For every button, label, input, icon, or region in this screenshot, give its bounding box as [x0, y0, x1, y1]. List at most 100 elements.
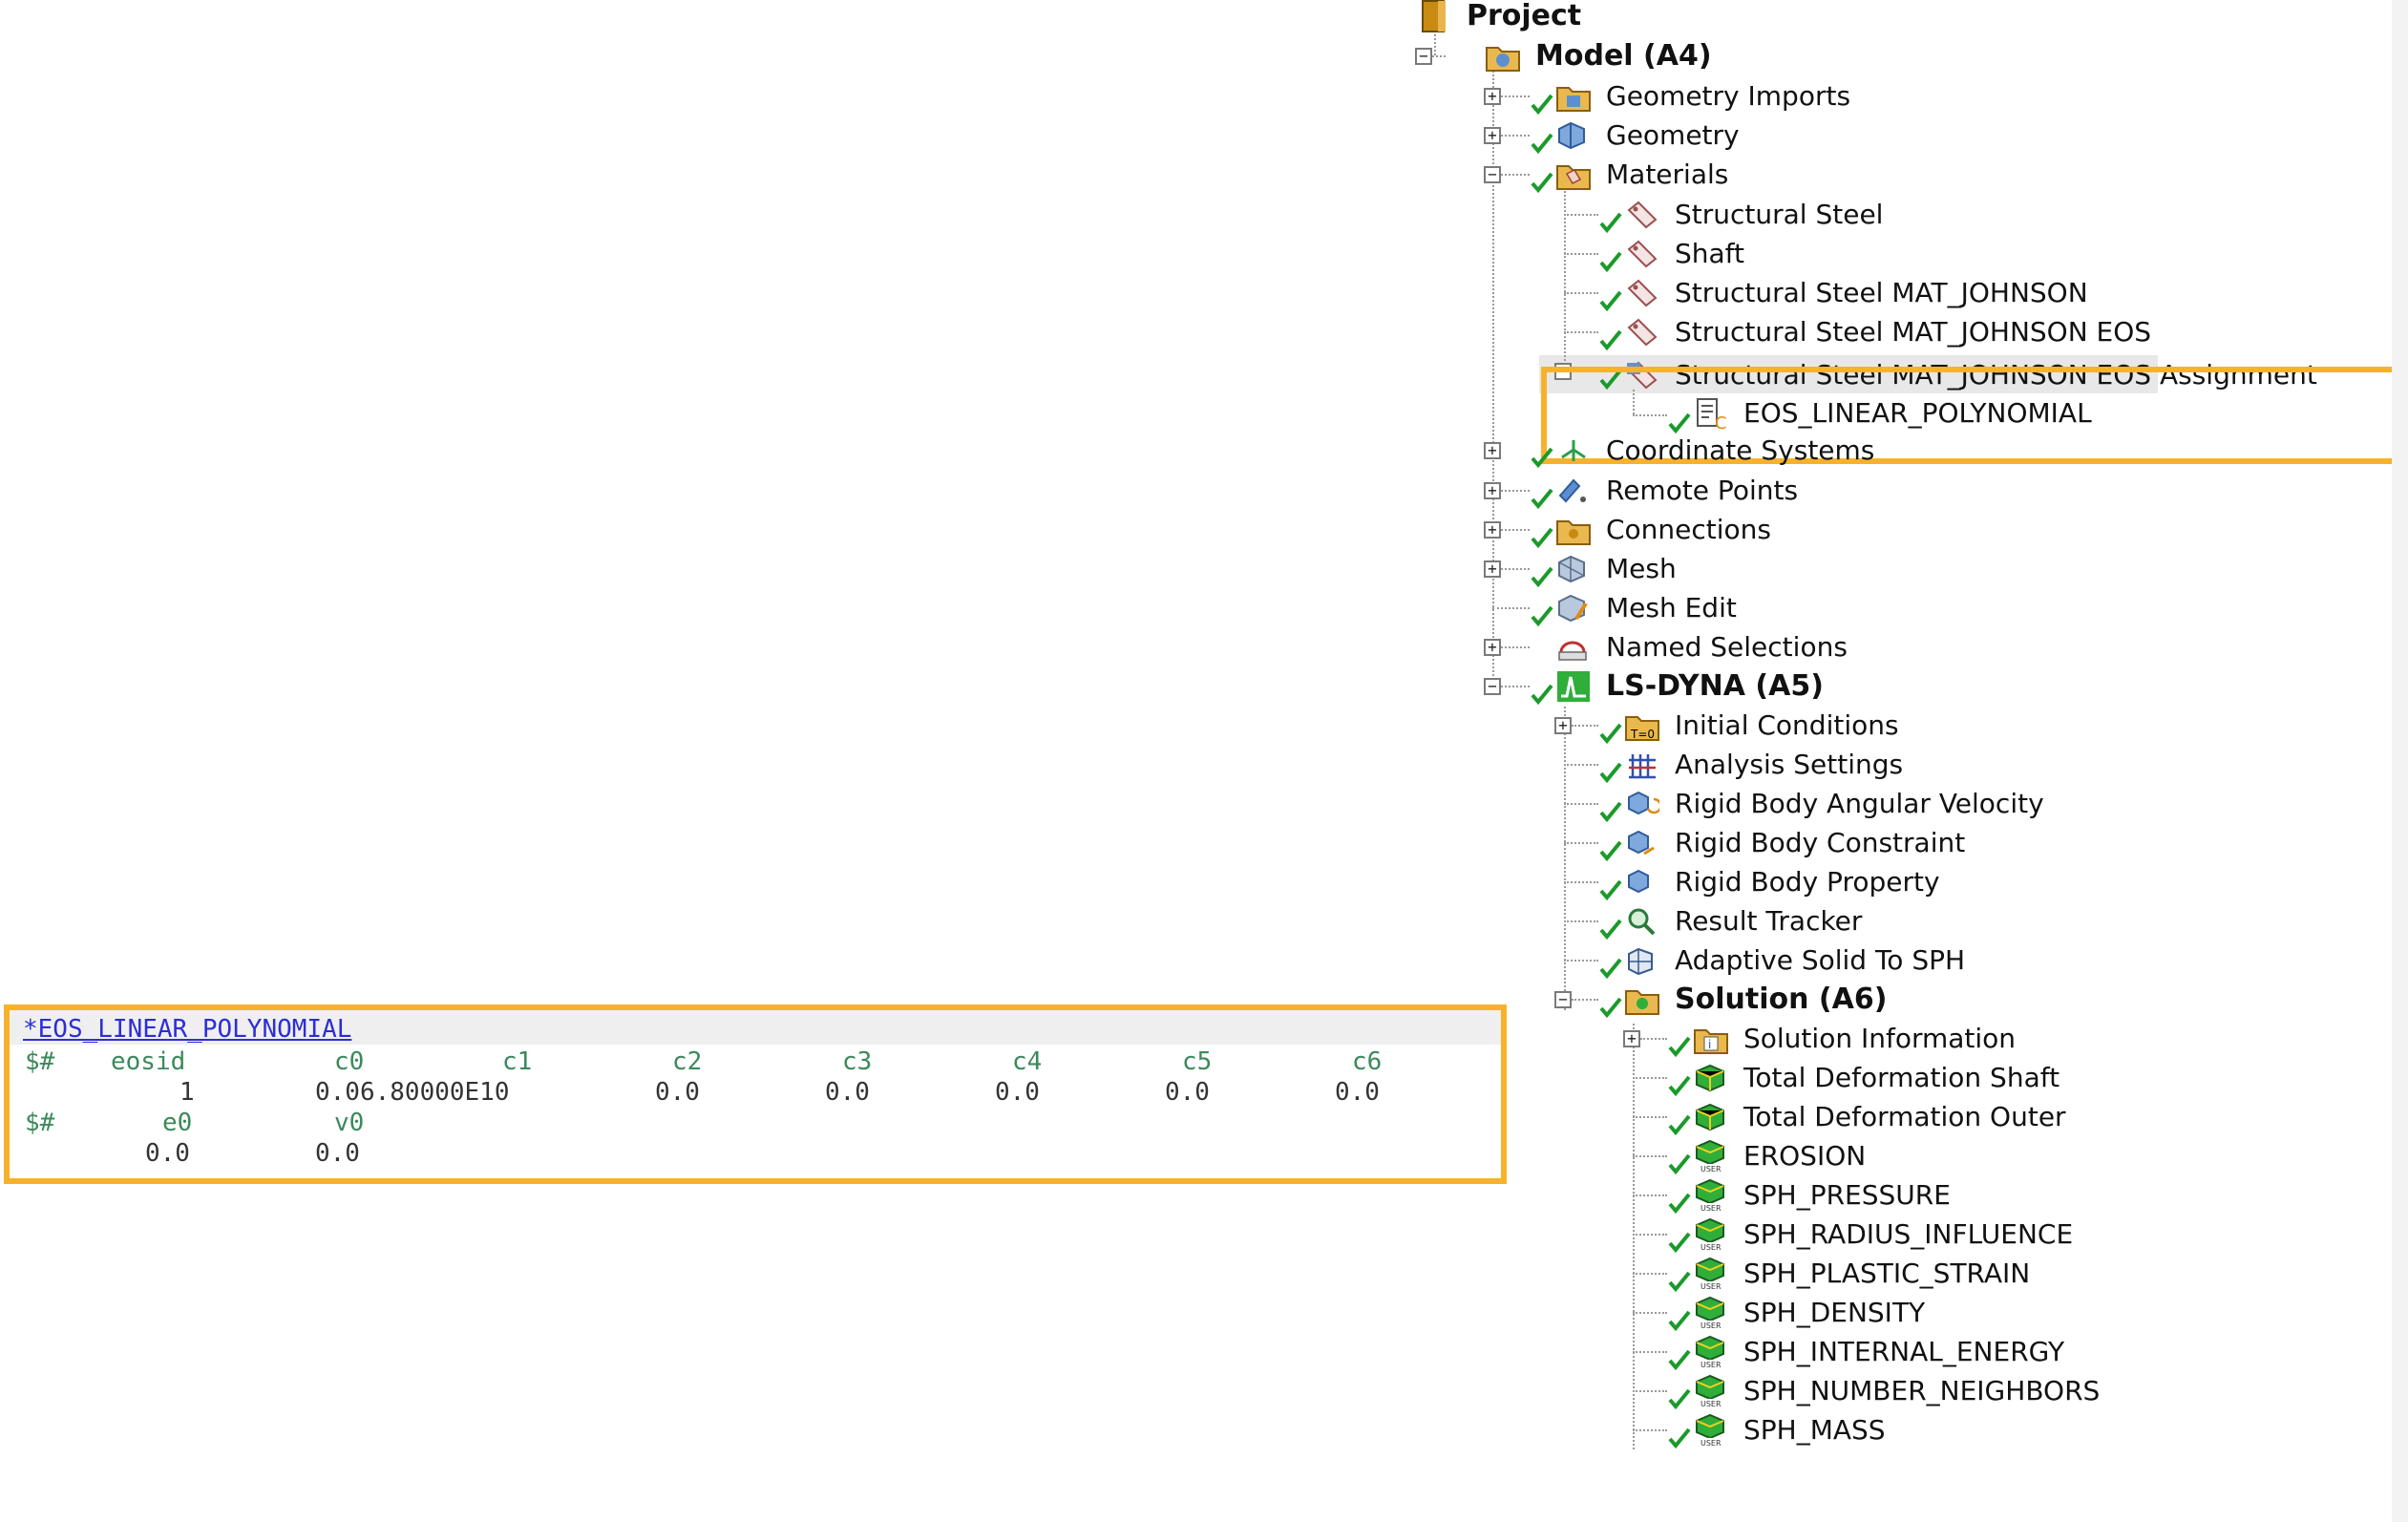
tree-label: Materials [1606, 158, 1729, 190]
header-c6: c6 [1352, 1047, 1383, 1076]
status-check-icon [1599, 762, 1622, 784]
collapse-toggle[interactable]: − [1484, 678, 1501, 695]
value-c5[interactable]: 0.0 [1165, 1078, 1210, 1107]
rigid-body-property-icon [1623, 863, 1661, 901]
status-check-icon [1599, 290, 1622, 312]
tree-guide [1633, 1077, 1667, 1079]
tree-node-remote-points[interactable]: Remote Points [1554, 471, 1798, 510]
tree-node-analysis-settings[interactable]: Analysis Settings [1623, 745, 1903, 784]
tree-node-sph-plastic-strain[interactable]: USER SPH_PLASTIC_STRAIN [1692, 1254, 2030, 1293]
user-result-icon: USER [1692, 1215, 1730, 1254]
tree-node-structural-steel-mat-johnson-eos[interactable]: Structural Steel MAT_JOHNSON EOS [1623, 312, 2151, 351]
tree-node-mesh[interactable]: Mesh [1554, 549, 1677, 588]
status-check-icon [1599, 997, 1622, 1019]
keyword-title[interactable]: *EOS_LINEAR_POLYNOMIAL [23, 1015, 352, 1044]
tree-label: SPH_DENSITY [1743, 1296, 1926, 1328]
tree-node-eos-linear-polynomial[interactable]: C EOS_LINEAR_POLYNOMIAL [1692, 393, 2092, 433]
status-check-icon [1531, 488, 1553, 510]
status-check-icon [1599, 801, 1622, 823]
tree-guide [1564, 191, 1566, 372]
keyword-title-row [10, 1010, 1501, 1045]
tree-node-named-selections[interactable]: Named Selections [1554, 627, 1848, 666]
tree-node-coordinate-systems[interactable]: Coordinate Systems [1554, 433, 1874, 468]
tree-node-result-tracker[interactable]: Result Tracker [1623, 901, 1862, 941]
tree-node-sph-mass[interactable]: USER SPH_MASS [1692, 1410, 1886, 1449]
expand-toggle[interactable]: + [1484, 560, 1501, 578]
tree-node-solution[interactable]: Solution (A6) [1623, 980, 1887, 1019]
tree-node-geometry-imports[interactable]: Geometry Imports [1554, 76, 1850, 116]
tree-guide [1501, 646, 1530, 648]
tree-node-solution-information[interactable]: i Solution Information [1692, 1019, 2016, 1058]
tree-node-sph-pressure[interactable]: USER SPH_PRESSURE [1692, 1175, 1951, 1215]
expand-toggle[interactable]: + [1484, 482, 1501, 499]
tree-node-geometry[interactable]: Geometry [1554, 116, 1740, 155]
status-check-icon [1599, 251, 1622, 273]
tree-node-total-deformation-outer[interactable]: Total Deformation Outer [1692, 1097, 2066, 1136]
status-check-icon [1599, 879, 1622, 901]
tree-guide [1492, 607, 1530, 609]
tree-node-sph-radius-influence[interactable]: USER SPH_RADIUS_INFLUENCE [1692, 1215, 2073, 1254]
tree-node-sph-internal-energy[interactable]: USER SPH_INTERNAL_ENERGY [1692, 1332, 2064, 1371]
value-c3[interactable]: 0.0 [825, 1078, 870, 1107]
solution-information-icon: i [1692, 1020, 1730, 1058]
tree-label: Named Selections [1606, 630, 1848, 663]
collapse-toggle[interactable]: − [1554, 991, 1572, 1008]
tree-node-erosion[interactable]: USER EROSION [1692, 1136, 1866, 1175]
tree-node-connections[interactable]: Connections [1554, 510, 1771, 549]
tree-node-materials[interactable]: Materials [1554, 155, 1728, 194]
value-c0-c1[interactable]: 0.06.80000E10 [315, 1078, 510, 1107]
geometry-icon [1554, 116, 1593, 155]
status-check-icon [1599, 369, 1622, 391]
tree-label: Rigid Body Angular Velocity [1675, 787, 2044, 819]
tree-node-mesh-edit[interactable]: Mesh Edit [1554, 588, 1737, 627]
tree-label: Initial Conditions [1675, 708, 1899, 741]
svg-text:USER: USER [1700, 1204, 1722, 1213]
value-eosid[interactable]: 1 [180, 1078, 195, 1107]
tree-node-structural-steel[interactable]: Structural Steel [1623, 195, 1883, 234]
collapse-toggle[interactable]: − [1415, 48, 1432, 65]
tree-node-adaptive-solid-to-sph[interactable]: Adaptive Solid To SPH [1623, 941, 1965, 980]
tree-node-sph-number-neighbors[interactable]: USER SPH_NUMBER_NEIGHBORS [1692, 1371, 2100, 1410]
expand-toggle[interactable]: + [1484, 521, 1501, 539]
tree-node-initial-conditions[interactable]: T=0 Initial Conditions [1623, 706, 1899, 745]
value-v0[interactable]: 0.0 [315, 1139, 360, 1168]
tree-guide [1633, 1234, 1667, 1236]
value-c4[interactable]: 0.0 [995, 1078, 1040, 1107]
tree-node-rigid-body-constraint[interactable]: Rigid Body Constraint [1623, 823, 1965, 862]
value-e0[interactable]: 0.0 [145, 1139, 190, 1168]
vertical-scrollbar[interactable] [2392, 0, 2408, 1522]
tree-node-sph-density[interactable]: USER SPH_DENSITY [1692, 1293, 1925, 1332]
tree-label: Adaptive Solid To SPH [1675, 943, 1966, 976]
initial-conditions-icon: T=0 [1623, 707, 1661, 745]
value-c6[interactable]: 0.0 [1335, 1078, 1380, 1107]
tree-node-rigid-body-angular-velocity[interactable]: Rigid Body Angular Velocity [1623, 784, 2044, 823]
svg-text:USER: USER [1700, 1243, 1722, 1252]
expand-toggle[interactable]: + [1623, 1030, 1640, 1047]
value-c2[interactable]: 0.0 [655, 1078, 700, 1107]
expand-toggle[interactable]: + [1484, 639, 1501, 656]
tree-node-eos-assignment[interactable]: Structural Steel MAT_JOHNSON EOS Assignm… [1623, 355, 2317, 394]
tree-node-total-deformation-shaft[interactable]: Total Deformation Shaft [1692, 1058, 2059, 1097]
expand-toggle[interactable]: + [1554, 717, 1572, 734]
analysis-settings-icon [1623, 746, 1661, 784]
tree-label: Solution (A6) [1675, 982, 1888, 1016]
tree-guide [1633, 1116, 1667, 1118]
tree-node-shaft[interactable]: Shaft [1623, 234, 1744, 273]
tree-node-ls-dyna[interactable]: LS-DYNA (A5) [1554, 666, 1824, 706]
tree-node-model[interactable]: Model (A4) [1484, 36, 1712, 75]
expand-toggle[interactable]: + [1484, 88, 1501, 105]
status-check-icon [1531, 133, 1553, 155]
tree-node-rigid-body-property[interactable]: Rigid Body Property [1623, 862, 1940, 901]
project-icon [1415, 0, 1453, 35]
tree-node-structural-steel-mat-johnson[interactable]: Structural Steel MAT_JOHNSON [1623, 273, 2088, 312]
expand-toggle[interactable]: + [1484, 442, 1501, 459]
tree-node-project[interactable]: Project [1415, 0, 1581, 35]
mesh-edit-icon [1554, 589, 1593, 627]
collapse-toggle[interactable]: − [1484, 166, 1501, 183]
svg-text:T=0: T=0 [1630, 728, 1655, 741]
materials-icon [1554, 156, 1593, 194]
expand-toggle[interactable]: + [1484, 127, 1501, 144]
tree-guide [1633, 1429, 1667, 1431]
tree-guide [1564, 331, 1598, 333]
tree-label: Remote Points [1606, 474, 1799, 506]
